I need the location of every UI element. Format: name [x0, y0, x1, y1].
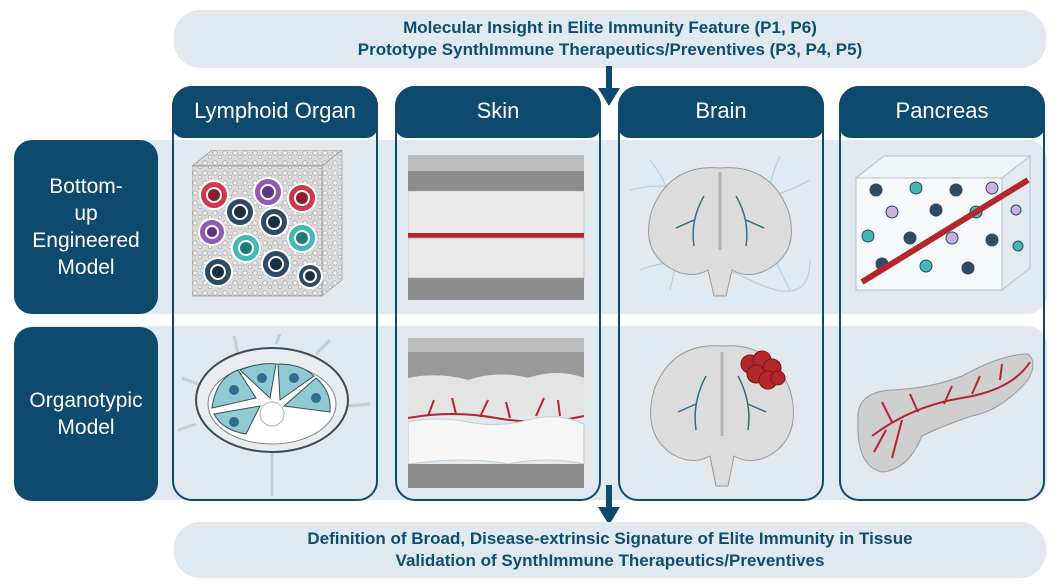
brain-engineered-illustration: [630, 155, 811, 297]
bottom-banner-line-2: Validation of SynthImmune Therapeutics/P…: [395, 551, 825, 570]
row-label-line: Model: [57, 416, 115, 439]
bottom-banner-line-1: Definition of Broad, Disease-extrinsic S…: [307, 529, 913, 548]
row-label-bottom-up-engineered-model: Bottom- up Engineered Model: [14, 140, 158, 314]
column-header-lymphoid-organ: Lymphoid Organ: [172, 86, 378, 138]
pancreas-organotypic-illustration: [857, 353, 1034, 473]
column-header-brain: Brain: [618, 86, 824, 138]
row-label-organotypic-model: Organotypic Model: [14, 327, 158, 501]
column-header-skin: Skin: [395, 86, 601, 138]
row-label-line: Engineered: [32, 229, 140, 252]
down-arrow-bottom-icon: [598, 485, 620, 525]
pancreas-engineered-cube-illustration: [854, 154, 1032, 292]
skin-layers-engineered-illustration: [408, 155, 585, 300]
bottom-banner: Definition of Broad, Disease-extrinsic S…: [174, 522, 1046, 578]
skin-tissue-organotypic-illustration: [408, 338, 585, 488]
top-banner: Molecular Insight in Elite Immunity Feat…: [174, 10, 1046, 68]
lymph-node-illustration: [177, 334, 371, 496]
down-arrow-top-icon: [598, 66, 620, 106]
row-label-line: Bottom-: [49, 175, 123, 198]
row-label-line: Model: [57, 256, 115, 279]
lymphoid-scaffold-cube-illustration: [192, 150, 343, 297]
top-banner-line-2: Prototype SynthImmune Therapeutics/Preve…: [357, 40, 863, 59]
row-label-line: Organotypic: [29, 389, 143, 412]
row-label-line: up: [74, 202, 98, 225]
column-header-pancreas: Pancreas: [839, 86, 1045, 138]
top-banner-line-1: Molecular Insight in Elite Immunity Feat…: [403, 18, 817, 37]
brain-organotypic-illustration: [650, 345, 794, 487]
